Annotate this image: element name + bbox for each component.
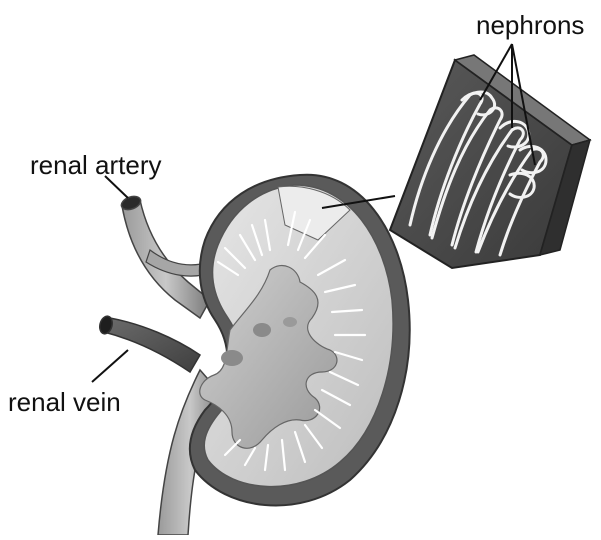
renal-artery xyxy=(120,194,214,318)
renal-artery-label: renal artery xyxy=(30,152,162,178)
nephrons-label: nephrons xyxy=(476,12,584,38)
calyx-shadow xyxy=(221,350,243,366)
renal-vein-pointer-line xyxy=(92,350,128,382)
renal-vein-label: renal vein xyxy=(8,389,121,415)
nephron-block xyxy=(390,55,590,268)
calyx-shadow xyxy=(253,323,271,337)
calyx-shadow xyxy=(283,317,297,327)
